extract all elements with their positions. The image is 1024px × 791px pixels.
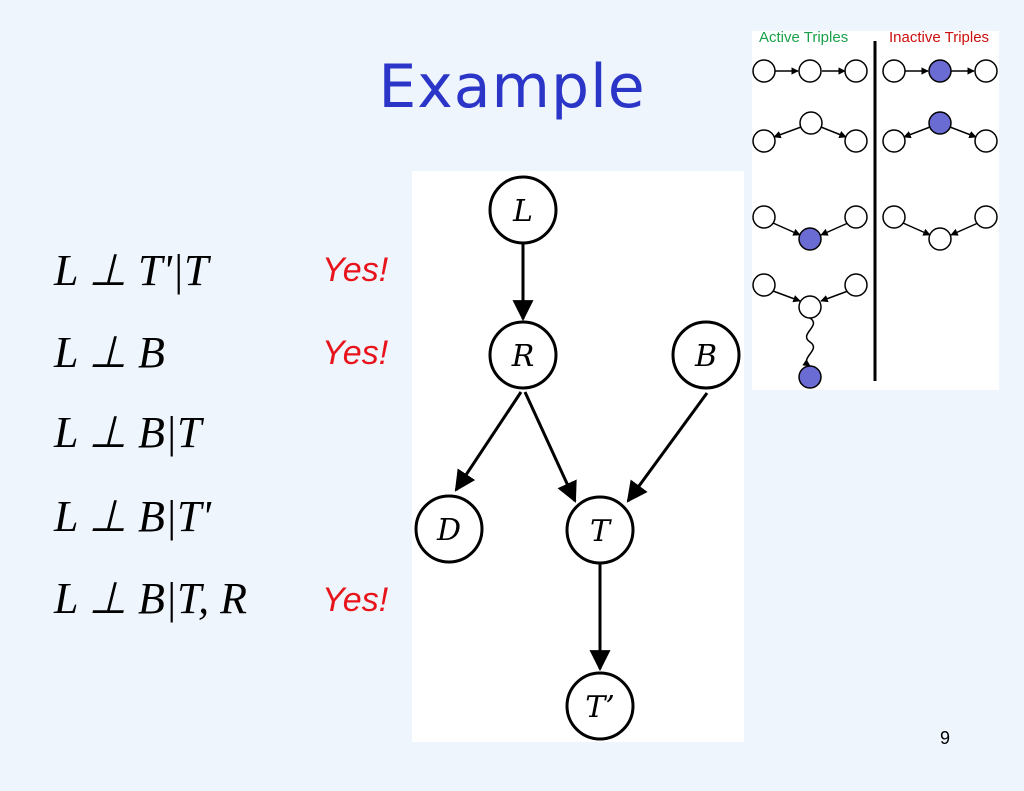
node-L-label: L — [512, 194, 533, 229]
statement-3: L ⊥ B|T — [54, 408, 202, 457]
page-number: 9 — [940, 728, 951, 748]
inactive-common-effect — [882, 205, 998, 251]
active-causal-chain — [752, 59, 868, 83]
answer-5: Yes! — [322, 581, 389, 619]
statement-1: L ⊥ T'|T — [54, 246, 209, 295]
node-T-label: T — [590, 514, 612, 549]
node-B-label: B — [694, 339, 717, 374]
active-descendant-effect — [752, 273, 868, 389]
inactive-causal-chain — [882, 59, 998, 83]
bayes-net-diagram: L R B D T T’ — [414, 175, 741, 741]
node-L: L — [488, 175, 558, 245]
node-R: R — [488, 320, 558, 390]
statement-4: L ⊥ B|T' — [54, 492, 211, 541]
node-Tprime: T’ — [565, 671, 635, 741]
active-triples-label: Active Triples — [759, 29, 849, 46]
node-D-label: D — [436, 513, 461, 548]
statement-2: L ⊥ B — [54, 328, 165, 377]
node-D: D — [414, 494, 484, 564]
edge-R-T — [523, 391, 577, 503]
active-common-effect — [752, 205, 868, 251]
edge-B-T — [626, 392, 709, 503]
active-common-cause — [752, 111, 868, 153]
node-Tprime-label: T’ — [585, 690, 615, 725]
edge-R-D — [454, 391, 523, 492]
bayes-net-panel: L R B D T T’ — [412, 171, 744, 742]
node-T: T — [565, 495, 635, 565]
triples-diagram — [752, 41, 998, 389]
node-B: B — [671, 320, 741, 390]
statement-5: L ⊥ B|T, R — [54, 574, 248, 623]
node-R-label: R — [511, 339, 535, 374]
slide-title: Example — [378, 52, 646, 122]
inactive-common-cause — [882, 111, 998, 153]
inactive-triples-label: Inactive Triples — [889, 29, 990, 46]
triples-panel: Active Triples Inactive Triples — [752, 29, 999, 390]
answer-1: Yes! — [322, 251, 389, 289]
answer-2: Yes! — [322, 334, 389, 372]
